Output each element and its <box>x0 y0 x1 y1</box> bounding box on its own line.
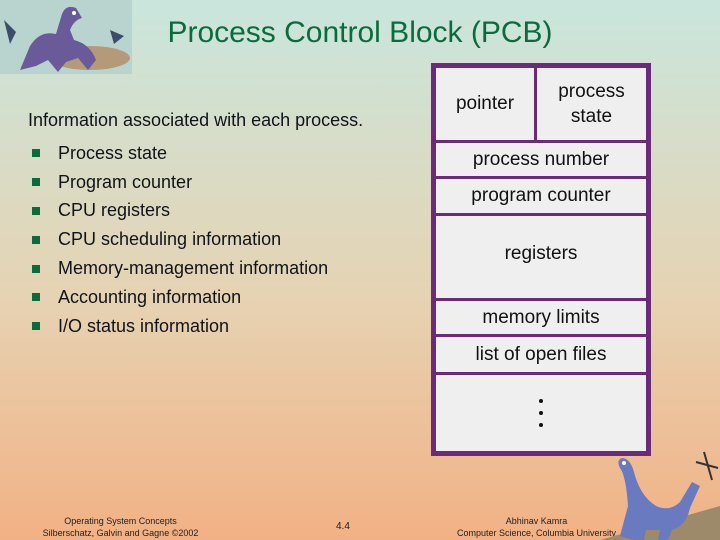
square-bullet-icon <box>32 264 40 273</box>
dinosaur-logo-bottom-right <box>600 451 720 540</box>
square-bullet-icon <box>32 235 40 244</box>
pcb-process-state-cell: process state <box>537 68 646 143</box>
footer-book-credit: Operating System Concepts Silberschatz, … <box>28 515 213 539</box>
pcb-process-number-cell: process number <box>436 143 646 179</box>
pcb-pointer-cell: pointer <box>436 68 537 143</box>
pcb-program-counter-cell: program counter <box>436 179 646 216</box>
pcb-process-state-line2: state <box>570 106 613 127</box>
slide-title: Process Control Block (PCB) <box>167 16 553 49</box>
footer-author-affiliation: Computer Science, Columbia University <box>456 528 617 538</box>
ellipsis-dot <box>539 399 543 403</box>
page-number: 4.4 <box>336 521 350 532</box>
pcb-process-state-line1: process <box>558 81 625 102</box>
square-bullet-icon <box>32 322 40 331</box>
footer-book-title: Operating System Concepts <box>64 516 177 526</box>
footer-author-name: Abhinav Kamra <box>505 516 568 526</box>
square-bullet-icon <box>32 206 40 215</box>
footer-book-authors: Silberschatz, Galvin and Gagne ©2002 <box>42 528 199 538</box>
bullet-item: Process state <box>28 139 328 168</box>
ellipsis-dot <box>539 411 543 415</box>
bullet-item: Accounting information <box>28 283 328 312</box>
square-bullet-icon <box>32 149 40 158</box>
bullet-list: Process state Program counter CPU regist… <box>28 139 328 341</box>
pcb-diagram: pointer process state process number pro… <box>431 63 651 456</box>
ellipsis-dot <box>539 423 543 427</box>
bullet-item: CPU registers <box>28 197 328 226</box>
pcb-registers-cell: registers <box>436 216 646 301</box>
pcb-diagram-body: pointer process state process number pro… <box>436 68 646 451</box>
intro-text: Information associated with each process… <box>28 110 364 130</box>
dinosaur-logo-top-left <box>0 0 132 74</box>
square-bullet-icon <box>32 178 40 187</box>
footer-author-credit: Abhinav Kamra Computer Science, Columbia… <box>444 515 629 539</box>
square-bullet-icon <box>32 293 40 302</box>
bullet-item: Program counter <box>28 168 328 197</box>
pcb-memory-limits-cell: memory limits <box>436 301 646 337</box>
pcb-ellipsis-cell <box>436 375 646 451</box>
bullet-item: I/O status information <box>28 312 328 341</box>
bullet-item: Memory-management information <box>28 254 328 283</box>
bullet-item: CPU scheduling information <box>28 225 328 254</box>
pcb-open-files-cell: list of open files <box>436 337 646 375</box>
